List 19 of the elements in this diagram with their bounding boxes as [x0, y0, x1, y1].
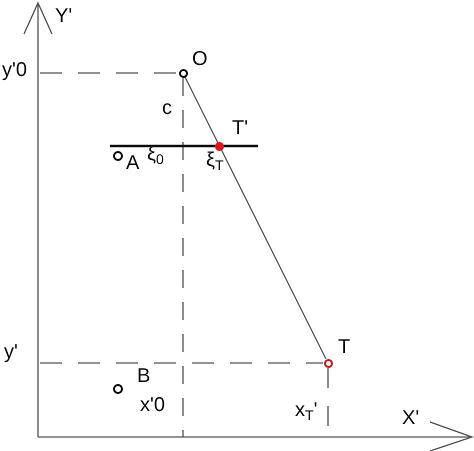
point-label: T: [338, 337, 350, 357]
point-label: T': [232, 118, 248, 138]
point-label: B: [137, 366, 150, 386]
axis-label: ξ$_{T}$: [206, 150, 224, 172]
point-marker: [214, 142, 224, 150]
axis-label: y'0: [2, 60, 27, 80]
axis-label: X': [402, 408, 420, 428]
point-dot: [113, 384, 123, 394]
axis-label: y': [4, 342, 18, 362]
projection-line: [184, 76, 327, 360]
point-marker: [324, 358, 332, 368]
axis-label: x'0: [140, 395, 165, 415]
axis-label: Y': [55, 6, 72, 26]
point-label: O: [192, 49, 208, 69]
point-marker: [178, 68, 188, 78]
axis-label: x$_{T}$': [295, 400, 318, 422]
axis-label: c: [162, 98, 172, 118]
point-label: A: [126, 153, 140, 173]
point-dot: [113, 151, 123, 161]
